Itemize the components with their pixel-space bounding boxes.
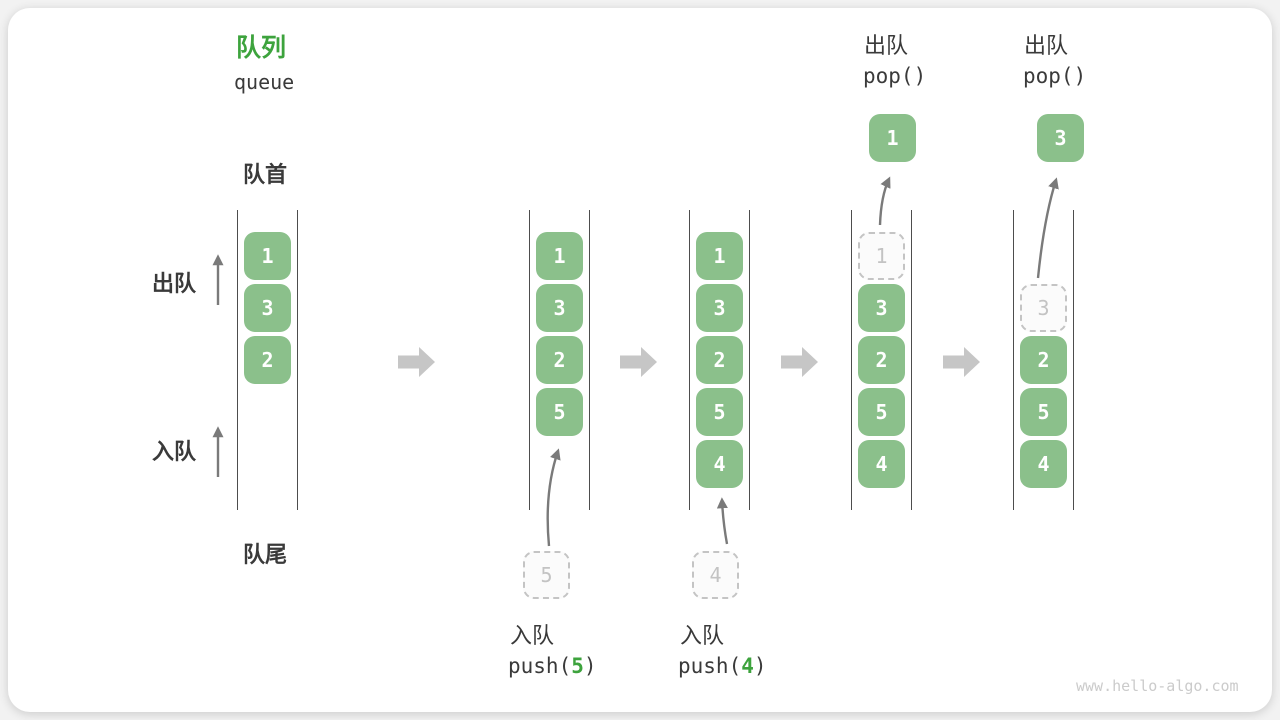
queue-column-4 (851, 210, 912, 510)
queue-item-box: 2 (244, 336, 291, 384)
pop-code-label: pop() (863, 64, 927, 88)
incoming-item-box: 5 (523, 551, 570, 599)
queue-item-box: 4 (1020, 440, 1067, 488)
enqueue-op-label: 入队 (510, 623, 555, 648)
outgoing-item-box: 3 (1037, 114, 1084, 162)
dequeue-op-label: 出队 (1024, 33, 1069, 58)
queue-item-box: 5 (1020, 388, 1067, 436)
queue-front-label: 队首 (243, 162, 288, 187)
queue-item-box: 3 (244, 284, 291, 332)
push-arg: 5 (571, 654, 584, 678)
enqueue-direction-label: 入队 (152, 439, 197, 464)
queue-item-box: 3 (696, 284, 743, 332)
queue-column-2 (529, 210, 590, 510)
page-subtitle: queue (234, 70, 295, 94)
push-code-label: push(5) (508, 654, 597, 678)
pop-code-label: pop() (1023, 64, 1087, 88)
queue-item-box: 1 (696, 232, 743, 280)
queue-item-box: 2 (536, 336, 583, 384)
page-title: 队列 (236, 34, 287, 62)
queue-item-box: 5 (536, 388, 583, 436)
incoming-item-box: 4 (692, 551, 739, 599)
ghost-item-box: 3 (1020, 284, 1067, 332)
queue-item-box: 1 (244, 232, 291, 280)
queue-item-box: 2 (696, 336, 743, 384)
queue-item-box: 3 (536, 284, 583, 332)
queue-item-box: 4 (696, 440, 743, 488)
outgoing-item-box: 1 (869, 114, 916, 162)
push-code-label: push(4) (678, 654, 767, 678)
queue-rear-label: 队尾 (243, 542, 288, 567)
watermark: www.hello-algo.com (1076, 677, 1239, 695)
push-arg: 4 (741, 654, 754, 678)
queue-item-box: 5 (696, 388, 743, 436)
dequeue-op-label: 出队 (864, 33, 909, 58)
ghost-item-box: 1 (858, 232, 905, 280)
queue-item-box: 1 (536, 232, 583, 280)
diagram-card (8, 8, 1272, 712)
queue-item-box: 4 (858, 440, 905, 488)
queue-item-box: 5 (858, 388, 905, 436)
dequeue-direction-label: 出队 (152, 271, 197, 296)
queue-column-1 (237, 210, 298, 510)
queue-item-box: 2 (858, 336, 905, 384)
queue-column-5 (1013, 210, 1074, 510)
queue-item-box: 2 (1020, 336, 1067, 384)
enqueue-op-label: 入队 (680, 623, 725, 648)
queue-column-3 (689, 210, 750, 510)
queue-item-box: 3 (858, 284, 905, 332)
